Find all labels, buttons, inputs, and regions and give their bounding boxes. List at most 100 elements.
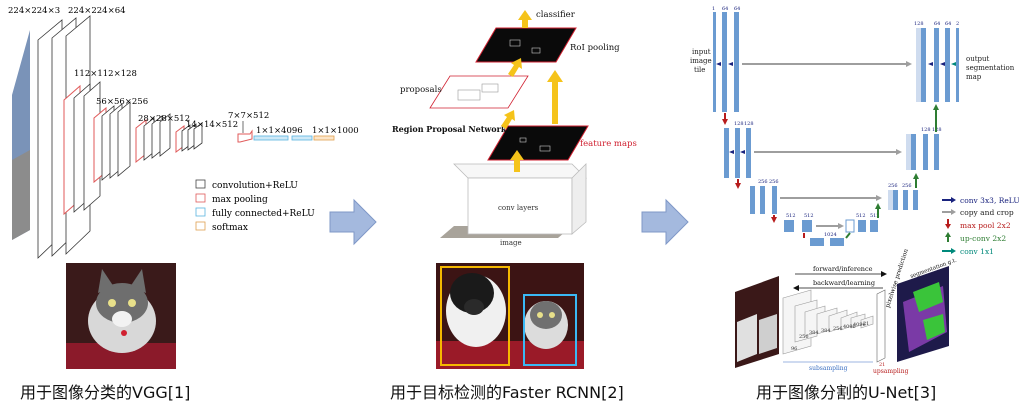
unet-block — [724, 128, 729, 178]
vgg-conv4-c — [159, 113, 171, 157]
unet-block — [845, 219, 855, 233]
unet-block — [956, 28, 959, 102]
faster-rcnn-panel: image conv layers feature maps Region Pr… — [390, 0, 640, 250]
unet-block — [735, 128, 740, 178]
svg-text:1024: 1024 — [824, 232, 837, 238]
unet-legend-conv1x1: conv 1x1 — [960, 247, 994, 256]
vgg-panel: 224×224×3 224×224×64 112×112×128 56×56×2… — [0, 0, 359, 260]
vgg-dim-3: 112×112×128 — [74, 69, 137, 79]
svg-text:map: map — [966, 73, 982, 81]
vgg-dim-5: 28×28×512 — [138, 114, 190, 124]
vgg-caption: 用于图像分类的VGG[1] — [20, 383, 191, 402]
unet-block — [945, 28, 950, 102]
unet-diagram: 1 64 64 input image tile 128 64 64 2 out… — [690, 6, 1019, 256]
unet-block — [830, 238, 844, 246]
unet-block — [888, 190, 893, 210]
unet-block — [906, 134, 911, 170]
vgg-fc1 — [253, 135, 289, 141]
vgg-diagram: 224×224×3 224×224×64 112×112×128 56×56×2… — [8, 6, 359, 259]
fcn-panel: 96 256 384 384 256 4096 4096 21 21 forwa… — [733, 248, 958, 375]
unet-legend-conv: conv 3x3, ReLU — [960, 196, 1019, 205]
vgg-dim-1: 224×224×3 — [8, 6, 60, 16]
fcn-num: 21 — [879, 362, 885, 368]
unet-legend-upconv: up-conv 2x2 — [960, 234, 1006, 243]
vgg-dim-9: 1×1×1000 — [312, 126, 359, 136]
svg-text:segmentation: segmentation — [966, 64, 1015, 72]
vgg-dim-8: 1×1×4096 — [256, 126, 303, 136]
svg-text:512: 512 — [870, 213, 880, 219]
svg-text:1: 1 — [712, 6, 715, 12]
unet-block — [746, 128, 751, 178]
svg-text:256: 256 — [902, 183, 912, 189]
svg-text:256: 256 — [769, 179, 779, 185]
unet-block — [911, 134, 916, 170]
svg-text:64: 64 — [734, 6, 740, 12]
unet-block — [810, 238, 824, 246]
vgg-legend-conv: convolution+ReLU — [212, 181, 298, 191]
fcn-num: 4096 — [843, 324, 856, 330]
fcn-backward-label: backward/learning — [813, 279, 875, 287]
unet-caption: 用于图像分割的U-Net[3] — [756, 383, 937, 402]
vgg-legend: convolution+ReLU max pooling fully conne… — [195, 179, 315, 233]
faster-rcnn-diagram: image conv layers feature maps Region Pr… — [392, 10, 637, 247]
svg-text:image: image — [690, 57, 712, 65]
fcn-upsampling-label: upsampling — [873, 368, 909, 375]
unet-block — [903, 190, 908, 210]
frcnn-feature-maps-label: feature maps — [580, 139, 637, 149]
svg-text:2: 2 — [956, 21, 959, 27]
frcnn-detection-image — [436, 263, 584, 369]
fcn-num: 256 — [799, 334, 809, 340]
unet-block — [921, 28, 926, 102]
unet-block — [734, 12, 739, 112]
unet-legend-copy: copy and crop — [960, 208, 1014, 217]
frcnn-rpn-label: Region Proposal Network — [392, 124, 507, 134]
fcn-num: 21 — [863, 321, 869, 327]
svg-text:tile: tile — [694, 66, 705, 74]
arrow-right-icon — [329, 198, 377, 246]
fcn-diagram: 96 256 384 384 256 4096 4096 21 21 forwa… — [735, 248, 958, 375]
unet-legend-pool: max pool 2x2 — [960, 221, 1011, 230]
vgg-dim-6: 14×14×512 — [186, 120, 238, 130]
frcnn-proposals-label: proposals — [400, 85, 442, 95]
frcnn-dog-box — [440, 266, 510, 366]
frcnn-caption: 用于目标检测的Faster RCNN[2] — [390, 383, 624, 402]
vgg-fc2 — [291, 135, 313, 141]
frcnn-image-label: image — [500, 239, 522, 247]
vgg-softmax — [313, 135, 335, 141]
svg-text:256: 256 — [758, 179, 768, 185]
arrow-right-icon — [641, 198, 689, 246]
vgg-pool5 — [237, 129, 253, 143]
frcnn-classifier-label: classifier — [536, 10, 576, 20]
svg-text:512: 512 — [804, 213, 814, 219]
vgg-legend-fc: fully connected+ReLU — [212, 209, 315, 219]
unet-block — [870, 220, 878, 232]
unet-block — [750, 186, 755, 214]
vgg-conv5-c — [193, 122, 203, 150]
vgg-dim-4: 56×56×256 — [96, 97, 148, 107]
svg-text:128: 128 — [744, 121, 754, 127]
svg-text:128: 128 — [921, 127, 931, 133]
vgg-conv3-c — [117, 101, 131, 177]
unet-block — [722, 12, 727, 112]
svg-text:64: 64 — [945, 21, 951, 27]
unet-block — [916, 28, 921, 102]
svg-text:64: 64 — [934, 21, 940, 27]
unet-block — [858, 220, 866, 232]
fcn-prediction-plane — [876, 289, 886, 363]
svg-text:512: 512 — [786, 213, 796, 219]
svg-text:64: 64 — [722, 6, 728, 12]
unet-block — [772, 186, 777, 214]
unet-block — [760, 186, 765, 214]
fcn-subsampling-label: subsampling — [809, 365, 848, 372]
fcn-num: 96 — [791, 346, 797, 352]
frcnn-cat-box — [523, 294, 577, 366]
unet-block — [923, 134, 928, 170]
svg-text:512: 512 — [856, 213, 866, 219]
vgg-legend-pool: max pooling — [212, 195, 268, 205]
frcnn-roi-label: RoI pooling — [570, 43, 620, 53]
fcn-forward-label: forward/inference — [813, 265, 873, 273]
unet-block — [713, 12, 716, 112]
fcn-num: 4096 — [853, 322, 866, 328]
frcnn-proposals — [429, 75, 529, 109]
svg-text:128: 128 — [914, 21, 924, 27]
